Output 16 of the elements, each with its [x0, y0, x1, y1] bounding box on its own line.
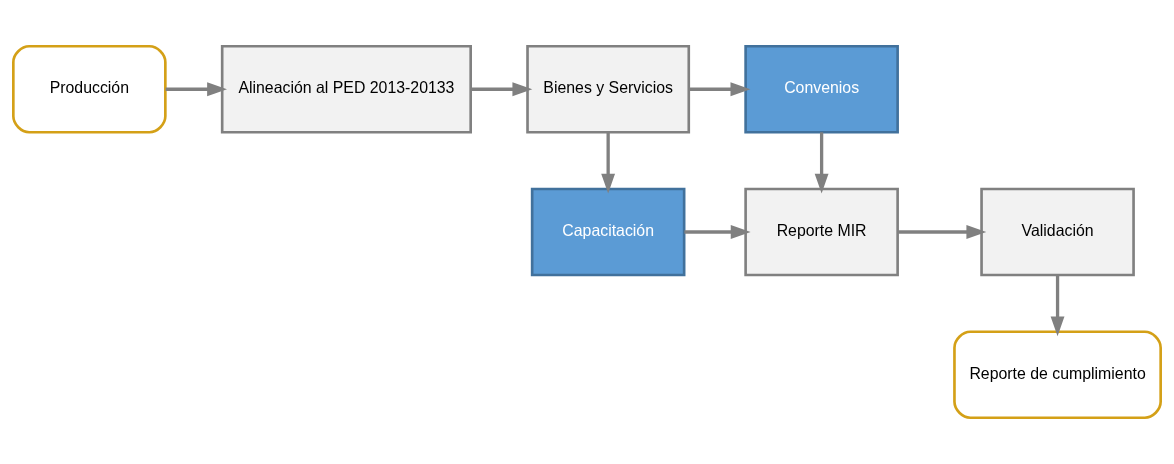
arrow	[684, 225, 751, 239]
arrow	[689, 82, 751, 97]
node-box: Producción	[12, 44, 167, 134]
node-box: Validación	[980, 187, 1135, 277]
arrow	[165, 82, 227, 97]
arrow	[898, 225, 987, 239]
arrow	[601, 132, 616, 194]
node-box: Reporte de cumplimiento	[953, 330, 1162, 420]
node-box: Convenios	[744, 44, 899, 134]
node-box: Reporte MIR	[744, 187, 899, 277]
arrow	[470, 82, 533, 97]
arrow	[814, 132, 829, 194]
node-box: Bienes y Servicios	[526, 44, 691, 134]
arrow	[1050, 275, 1065, 337]
node-box: Alineación al PED 2013-20133	[220, 44, 472, 134]
node-box: Capacitación	[530, 187, 686, 277]
